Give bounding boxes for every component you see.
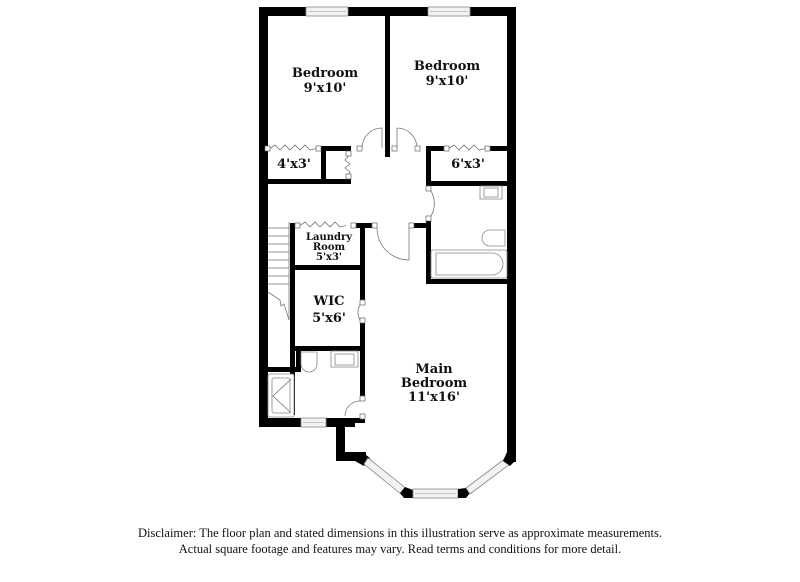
window-bath <box>300 417 327 428</box>
wic-dims: 5'x6' <box>312 311 346 326</box>
window-top-left <box>305 6 349 17</box>
bedroom-left-dims: 9'x10' <box>304 81 347 96</box>
stairs <box>267 222 290 321</box>
closet-bifold-doors <box>264 144 491 229</box>
closet-right-dims: 6'x3' <box>451 157 485 172</box>
closet-left-dims: 4'x3' <box>277 157 311 172</box>
room-labels: Bedroom 9'x10' Bedroom 9'x10' 4'x3' 6'x3… <box>277 59 485 405</box>
bedroom-right-dims: 9'x10' <box>426 74 469 89</box>
interior-walls <box>259 7 510 423</box>
disclaimer-line2: Actual square footage and features may v… <box>178 542 622 556</box>
laundry-dims: 5'x3' <box>316 252 342 263</box>
bay-window <box>355 452 516 499</box>
bedroom-right-name: Bedroom <box>414 59 481 74</box>
main-bedroom-line1: Main <box>415 362 453 377</box>
disclaimer: Disclaimer: The floor plan and stated di… <box>0 525 800 557</box>
laundry-line1: Laundry <box>306 232 353 243</box>
disclaimer-line1: Disclaimer: The floor plan and stated di… <box>138 526 662 540</box>
window-top-right <box>427 6 471 17</box>
wic-name: WIC <box>312 294 344 309</box>
laundry-line2: Room <box>313 242 346 253</box>
bedroom-left-name: Bedroom <box>292 66 359 81</box>
main-bedroom-line2: Bedroom <box>401 376 468 391</box>
main-bedroom-dims: 11'x16' <box>408 390 460 405</box>
doors <box>344 127 435 420</box>
bathroom-fixtures <box>267 185 508 418</box>
